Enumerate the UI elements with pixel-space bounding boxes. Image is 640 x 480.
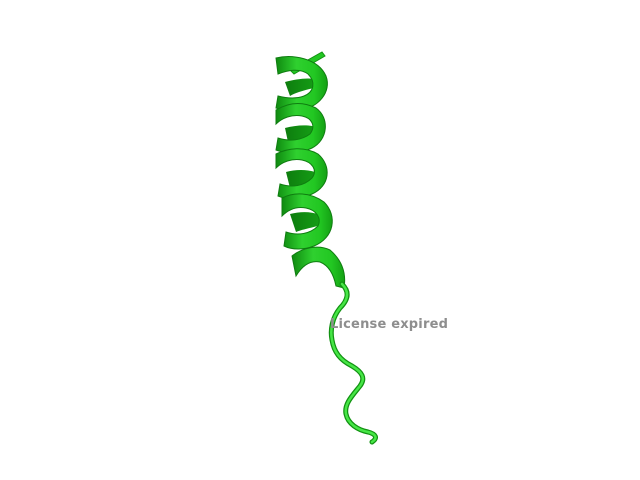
- license-watermark: License expired: [330, 317, 449, 332]
- alpha-helix: [275, 51, 346, 289]
- coil-tail: [328, 281, 378, 445]
